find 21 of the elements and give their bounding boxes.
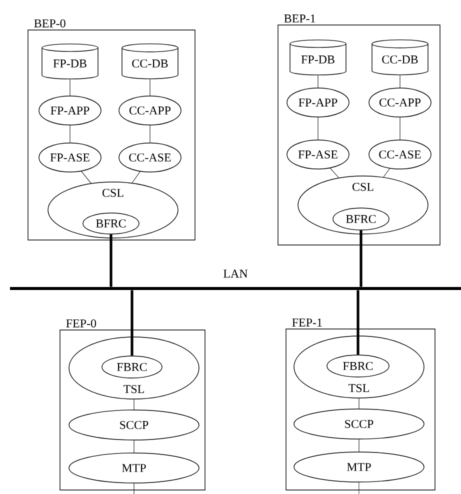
database-cylinder: FP-DB <box>42 44 98 80</box>
database-cylinder: CC-DB <box>122 43 178 80</box>
connector-line <box>383 168 390 178</box>
node-label: FEP-1 <box>292 318 322 326</box>
connector-line <box>356 290 360 355</box>
connector-line <box>360 230 362 287</box>
connector-line <box>358 439 360 452</box>
node-label: BEP-0 <box>34 19 66 28</box>
node-label: FEP-0 <box>66 319 96 328</box>
connector-line <box>132 171 140 184</box>
database-cylinder: CC-DB <box>372 39 428 76</box>
node-label: BEP-1 <box>284 14 316 22</box>
connector-line <box>358 398 360 409</box>
connector-line <box>358 482 360 494</box>
connector-line <box>130 290 134 356</box>
database-cylinder: FP-DB <box>290 40 346 76</box>
connector-line <box>81 171 92 184</box>
connector-line <box>110 234 112 287</box>
lan-bus: LAN <box>10 270 461 290</box>
node-label: LAN <box>224 270 248 278</box>
connector-line <box>330 168 339 178</box>
